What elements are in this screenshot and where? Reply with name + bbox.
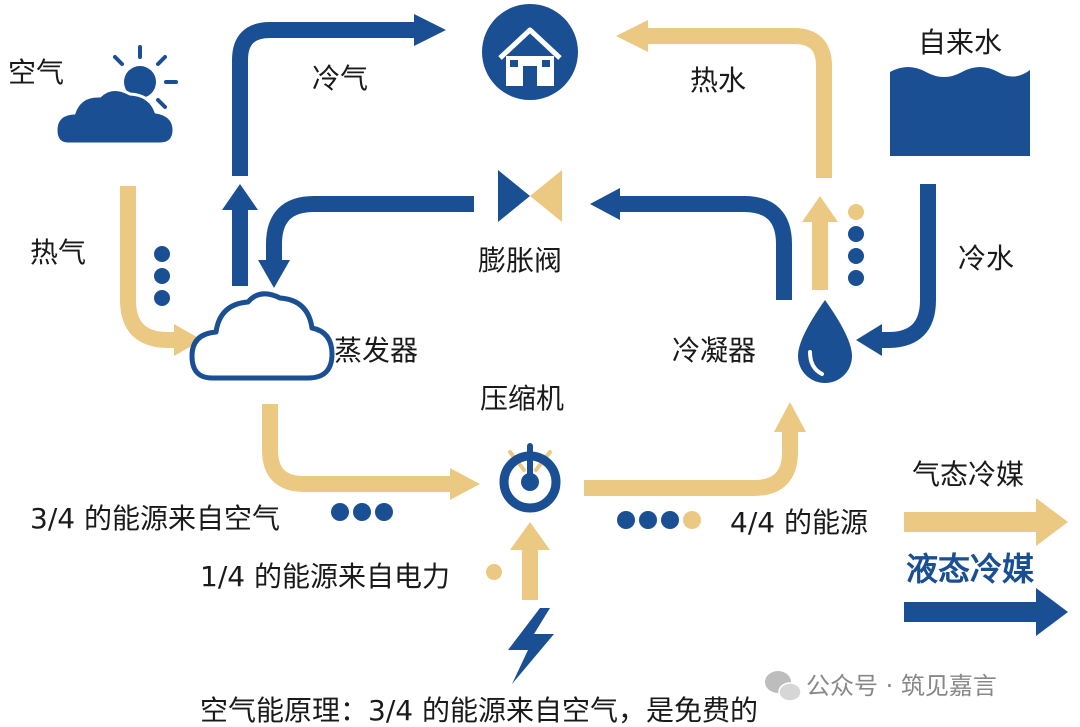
condenser-label: 冷凝器 (672, 334, 756, 367)
condenser-up-shaft (812, 220, 828, 290)
house-icon (482, 4, 578, 100)
caption: 空气能原理：3/4 的能源来自空气，是免费的 (200, 694, 758, 727)
electricity-up-shaft (522, 546, 538, 600)
condenser-up-arrowhead (802, 196, 838, 222)
compressor-label: 压缩机 (480, 382, 564, 415)
gas-pipe-right-arrowhead (774, 402, 806, 432)
cold-water-label: 冷水 (958, 242, 1014, 275)
cold-water-pipe (880, 184, 936, 348)
cold-air-arrowhead (414, 14, 446, 46)
evaporator-up-shaft (232, 206, 248, 286)
energy-from-air-dots (331, 503, 393, 521)
legend-liquid-arrowhead (1036, 588, 1068, 636)
water-waves-icon (890, 67, 1030, 156)
hot-air-pipe (120, 186, 176, 348)
energy-from-air-label: 3/4 的能源来自空气 (30, 502, 280, 535)
hot-air-arrowhead (174, 324, 202, 356)
hot-water-label: 热水 (690, 64, 746, 97)
cold-air-pipe (232, 22, 414, 176)
electricity-dot (486, 564, 502, 580)
compressor-icon (499, 443, 561, 513)
legend-gas-swatch (904, 512, 1040, 532)
cold-water-arrowhead (856, 324, 882, 356)
cloud-icon (189, 291, 335, 381)
wechat-icon (765, 671, 802, 702)
hot-water-arrowhead (616, 20, 648, 52)
liquid-return-arrowhead-right (590, 188, 620, 220)
legend-gas-label: 气态冷媒 (912, 458, 1024, 491)
tap-water-label: 自来水 (918, 26, 1002, 59)
valve-icon (498, 170, 562, 222)
expansion-valve-label: 膨胀阀 (478, 244, 562, 277)
legend-gas-arrowhead (1036, 498, 1068, 546)
energy-total-dots (617, 511, 701, 529)
gas-pipe-left (262, 404, 452, 492)
liquid-return-arrowhead-left (258, 260, 290, 288)
sun-cloud-icon (54, 45, 178, 146)
legend-liquid-swatch (904, 602, 1040, 622)
hot-air-dots (154, 246, 170, 306)
liquid-return-pipe-left (266, 196, 474, 262)
electricity-up-arrowhead (510, 522, 550, 550)
evaporator-label: 蒸发器 (334, 334, 418, 367)
water-drop-icon (798, 300, 852, 383)
energy-total-label: 4/4 的能源 (730, 506, 868, 539)
hot-air-label: 热气 (30, 236, 86, 269)
gas-pipe-right (584, 430, 798, 496)
liquid-return-pipe-right (620, 196, 792, 300)
legend-liquid-label: 液态冷媒 (906, 550, 1035, 588)
watermark: 公众号 · 筑见嘉言 (806, 672, 997, 700)
lightning-icon (508, 608, 554, 684)
condenser-dots (848, 204, 864, 286)
air-label: 空气 (8, 56, 64, 89)
gas-pipe-left-arrowhead (450, 468, 480, 500)
hot-water-pipe (648, 28, 832, 178)
evaporator-up-arrowhead (222, 184, 258, 210)
energy-from-electricity-label: 1/4 的能源来自电力 (200, 560, 450, 593)
cold-air-label: 冷气 (312, 62, 368, 95)
